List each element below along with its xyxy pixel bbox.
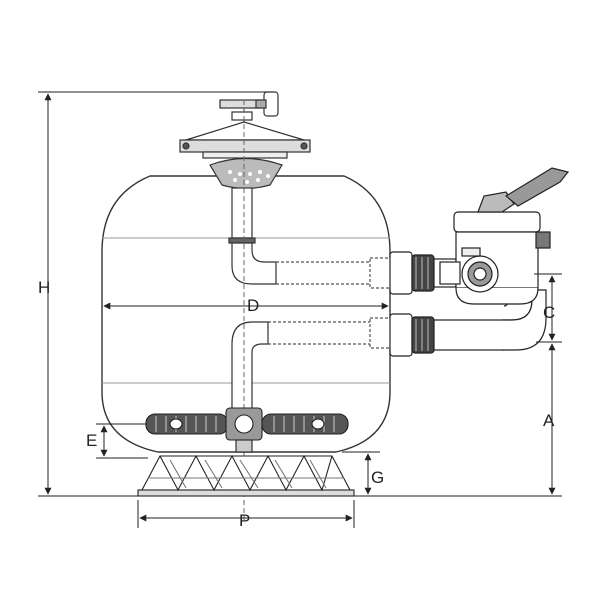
valve-handle-icon [477, 167, 570, 213]
base-stand [137, 454, 355, 497]
dim-label-c: C [543, 303, 556, 322]
lateral-collector [145, 407, 349, 453]
dim-label-h: H [38, 278, 51, 297]
multiport-valve [439, 211, 551, 305]
diffuser [209, 157, 283, 190]
dim-label-d: D [247, 296, 260, 315]
dim-label-g: G [371, 468, 385, 487]
dim-label-a: A [543, 411, 555, 430]
top-cover [179, 91, 311, 159]
dim-label-p: P [239, 511, 251, 530]
vessel [101, 175, 391, 453]
dimension-lines [38, 91, 562, 528]
dim-label-e: E [86, 431, 98, 450]
